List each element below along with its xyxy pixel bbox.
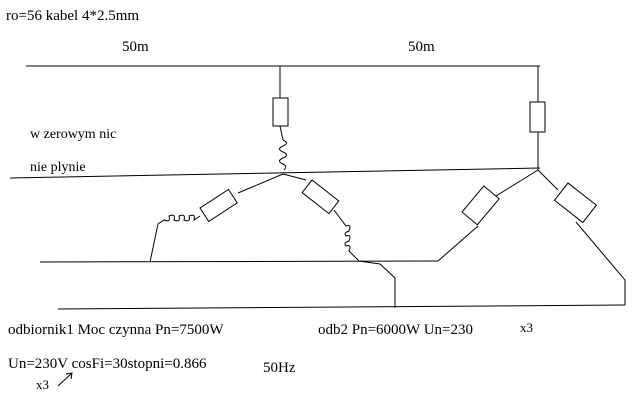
neutral-note-2: nie plynie [30,160,86,175]
phase-wire-l3 [57,304,626,310]
length-label-2: 50m [408,39,435,55]
x3-label-1: x3 [520,320,533,335]
neutral-wire [9,167,541,179]
neutral-note-1: w zerowym nic [30,127,116,142]
branch-wire-1b [279,125,284,141]
line3-label: Un=230V cosFi=30stopni=0.866 [8,356,207,372]
phase-wire-l2 [39,260,439,263]
load1-coil-left [149,214,201,263]
length-label-1: 50m [122,39,149,55]
load1-label: odbiornik1 Moc czynna Pn=7500W [8,322,224,338]
resistor-1 [272,97,289,127]
arrow-icon [57,372,73,387]
load2-element-right [553,182,598,224]
coil-1 [279,139,287,171]
load2-label: odb2 Pn=6000W Un=230 [318,322,473,338]
load1-arm-right-a [282,173,307,181]
resistor-2 [529,101,546,133]
load1-drop [379,263,396,308]
load2-element-left [461,185,500,226]
x3-label-2: x3 [36,377,49,392]
load1-arm-left-a [237,173,284,194]
load1-element-left [199,188,238,223]
load1-element-right [301,179,340,215]
load2-arm-right [537,169,559,191]
load2-arm-left-b [437,225,479,262]
load2-arm-left [495,169,539,197]
header-label: ro=56 kabel 4*2.5mm [6,8,139,24]
load1-coil-right [333,209,381,265]
load2-arm-right-b [575,221,626,305]
freq-label: 50Hz [263,360,296,376]
